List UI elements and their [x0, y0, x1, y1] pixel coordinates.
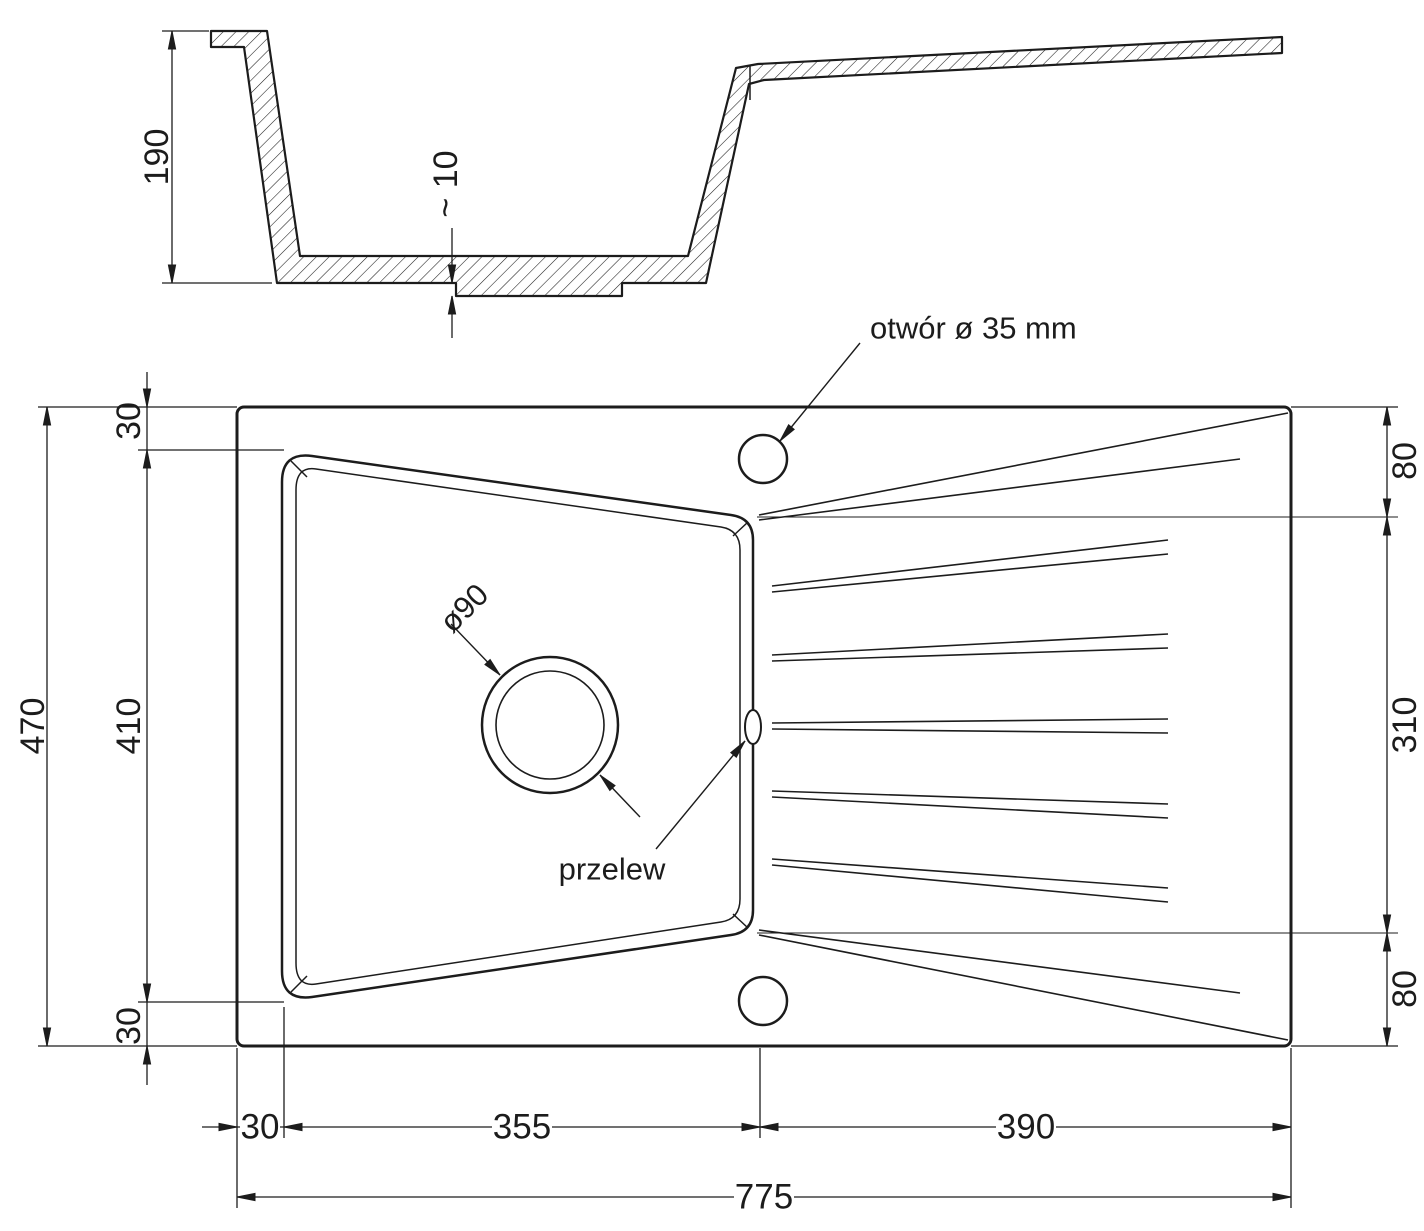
drain-outer-circle — [480, 655, 620, 795]
tap-hole-callout: otwór ø 35 mm — [779, 311, 1077, 442]
dim-depth-label: 190 — [138, 129, 176, 186]
dim-drainer-top-offset-label: 80 — [1386, 442, 1424, 480]
overflow-label: przelew — [559, 852, 666, 887]
dim-left-chain: 30 410 30 — [110, 372, 152, 1085]
plan-dimensions: 470 30 410 30 80 310 80 — [14, 372, 1424, 1217]
dim-total-width-label: 775 — [735, 1178, 793, 1217]
dim-rim-top-label: 30 — [110, 402, 148, 440]
bottom-hole-circle — [737, 975, 789, 1027]
plan-view: otwór ø 35 mm ø90 przelew — [235, 311, 1398, 1048]
sink-outline — [235, 405, 1293, 1048]
dim-total-height-470: 470 — [14, 406, 52, 1047]
cross-section-view: 190 ~ 10 — [138, 29, 1284, 338]
dim-bottom-chain: 30 355 390 — [202, 1108, 1292, 1147]
dim-drainer-height-label: 310 — [1386, 697, 1424, 754]
drain-inner-circle — [495, 670, 605, 780]
overflow-slot — [744, 709, 762, 745]
dim-right-chain: 80 310 80 — [1382, 406, 1424, 1047]
dim-bottom-pad-label: ~ 10 — [427, 150, 465, 217]
dim-bowl-height-label: 410 — [110, 698, 148, 755]
dim-depth-190: 190 — [138, 30, 272, 284]
overflow-callout: przelew — [559, 740, 746, 887]
bowl-inner-bottom — [295, 467, 741, 986]
dim-drainer-width-label: 390 — [997, 1108, 1055, 1147]
tap-hole-circle — [737, 433, 789, 485]
section-material-profile — [209, 29, 1284, 298]
dim-drainer-bottom-offset-label: 80 — [1386, 970, 1424, 1008]
dim-bottom-pad-10: ~ 10 — [427, 150, 465, 338]
dim-total-height-label: 470 — [14, 698, 52, 755]
dim-rim-left-label: 30 — [241, 1108, 280, 1147]
dim-rim-bottom-label: 30 — [110, 1007, 148, 1045]
dim-bowl-width-label: 355 — [493, 1108, 551, 1147]
bowl-corner-chamfers — [290, 460, 749, 993]
tap-hole-label: otwór ø 35 mm — [870, 311, 1077, 346]
bowl-outer-rim — [280, 454, 755, 999]
dim-total-width-775: 775 — [236, 1178, 1292, 1217]
bowl — [280, 454, 755, 999]
drainboard-grooves — [758, 412, 1289, 1041]
